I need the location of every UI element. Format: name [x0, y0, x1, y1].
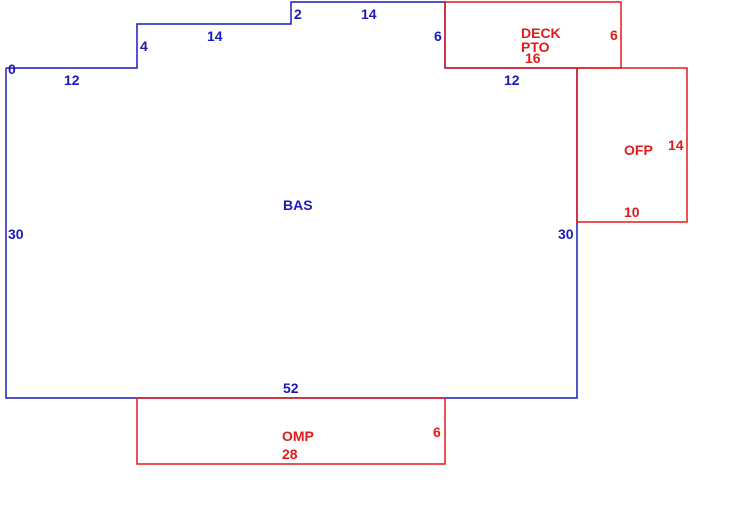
deck-outline	[444, 1, 622, 69]
dim-label: 12	[504, 72, 520, 88]
dim-label: 0	[8, 61, 16, 77]
omp-label: OMP	[282, 428, 314, 444]
dim-label: 10	[624, 204, 640, 220]
ofp-outline	[576, 67, 688, 223]
dim-label: 30	[558, 226, 574, 242]
dim-label: 6	[433, 424, 441, 440]
dim-label: 30	[8, 226, 24, 242]
dim-label: 14	[207, 28, 223, 44]
dim-label: 6	[434, 28, 442, 44]
dim-label: 16	[525, 50, 541, 66]
pto-label: PTO	[521, 39, 550, 55]
bas-label: BAS	[283, 197, 313, 213]
dim-label: 6	[610, 27, 618, 43]
dim-label: 14	[361, 6, 377, 22]
dim-label: 2	[294, 6, 302, 22]
dim-label: 4	[140, 38, 148, 54]
dim-label: 28	[282, 446, 298, 462]
dim-label: 12	[64, 72, 80, 88]
dim-label: 52	[283, 380, 299, 396]
dim-label: 14	[668, 137, 684, 153]
ofp-label: OFP	[624, 142, 653, 158]
deck-label: DECK	[521, 25, 561, 41]
omp-outline	[136, 397, 446, 465]
